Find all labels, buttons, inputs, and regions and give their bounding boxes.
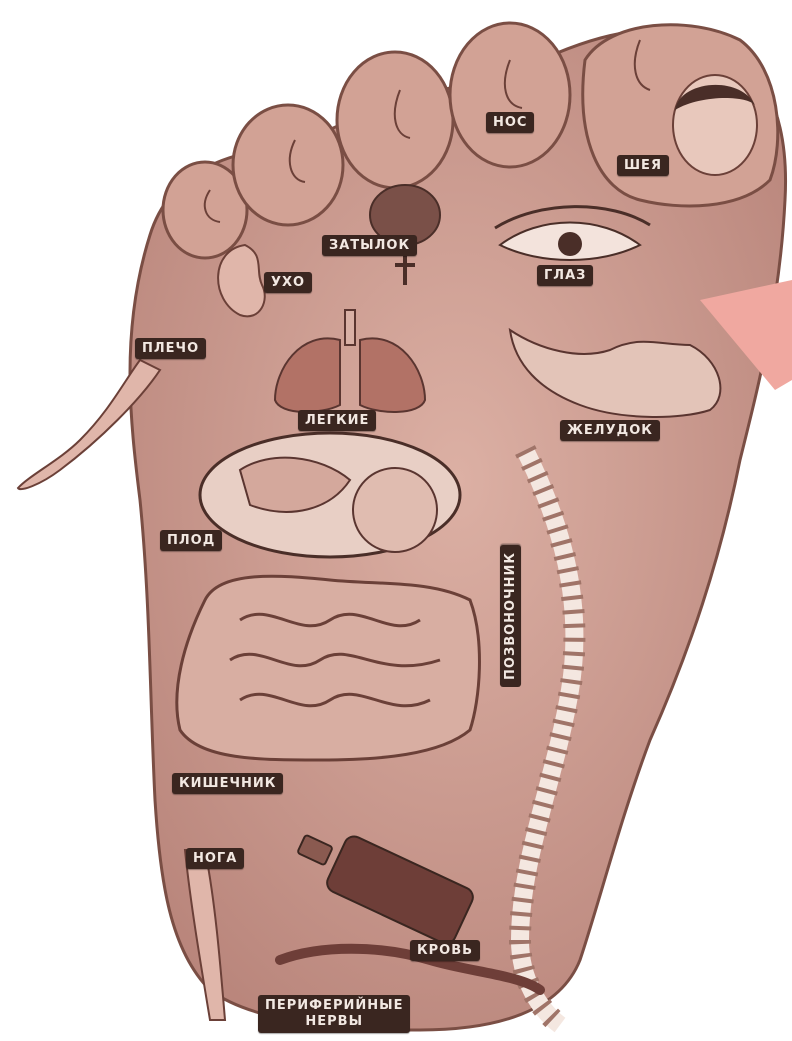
label-shoulder: ПЛЕЧО [135,338,206,359]
intestine-figure [177,576,480,760]
toe-4 [233,105,343,225]
label-blood: КРОВЬ [410,940,480,961]
label-intestine: КИШЕЧНИК [172,773,283,794]
label-occiput: ЗАТЫЛОК [322,235,417,256]
label-stomach: ЖЕЛУДОК [560,420,660,441]
label-leg: НОГА [186,848,244,869]
label-neck: ШЕЯ [617,155,669,176]
neck-figure [673,75,757,175]
label-lungs: ЛЕГКИЕ [298,410,376,431]
label-spine: ПОЗВОНОЧНИК [500,545,521,687]
label-nerves-line2: НЕРВЫ [265,1014,403,1030]
fetus-figure [200,433,460,557]
label-fetus: ПЛОД [160,530,222,551]
label-nose: НОС [486,112,534,133]
toe-2 [450,23,570,167]
label-peripheral-nerves: ПЕРИФЕРИЙНЫЕ НЕРВЫ [258,995,410,1033]
label-eye: ГЛАЗ [537,265,593,286]
label-nerves-line1: ПЕРИФЕРИЙНЫЕ [265,998,403,1014]
label-ear: УХО [264,272,312,293]
